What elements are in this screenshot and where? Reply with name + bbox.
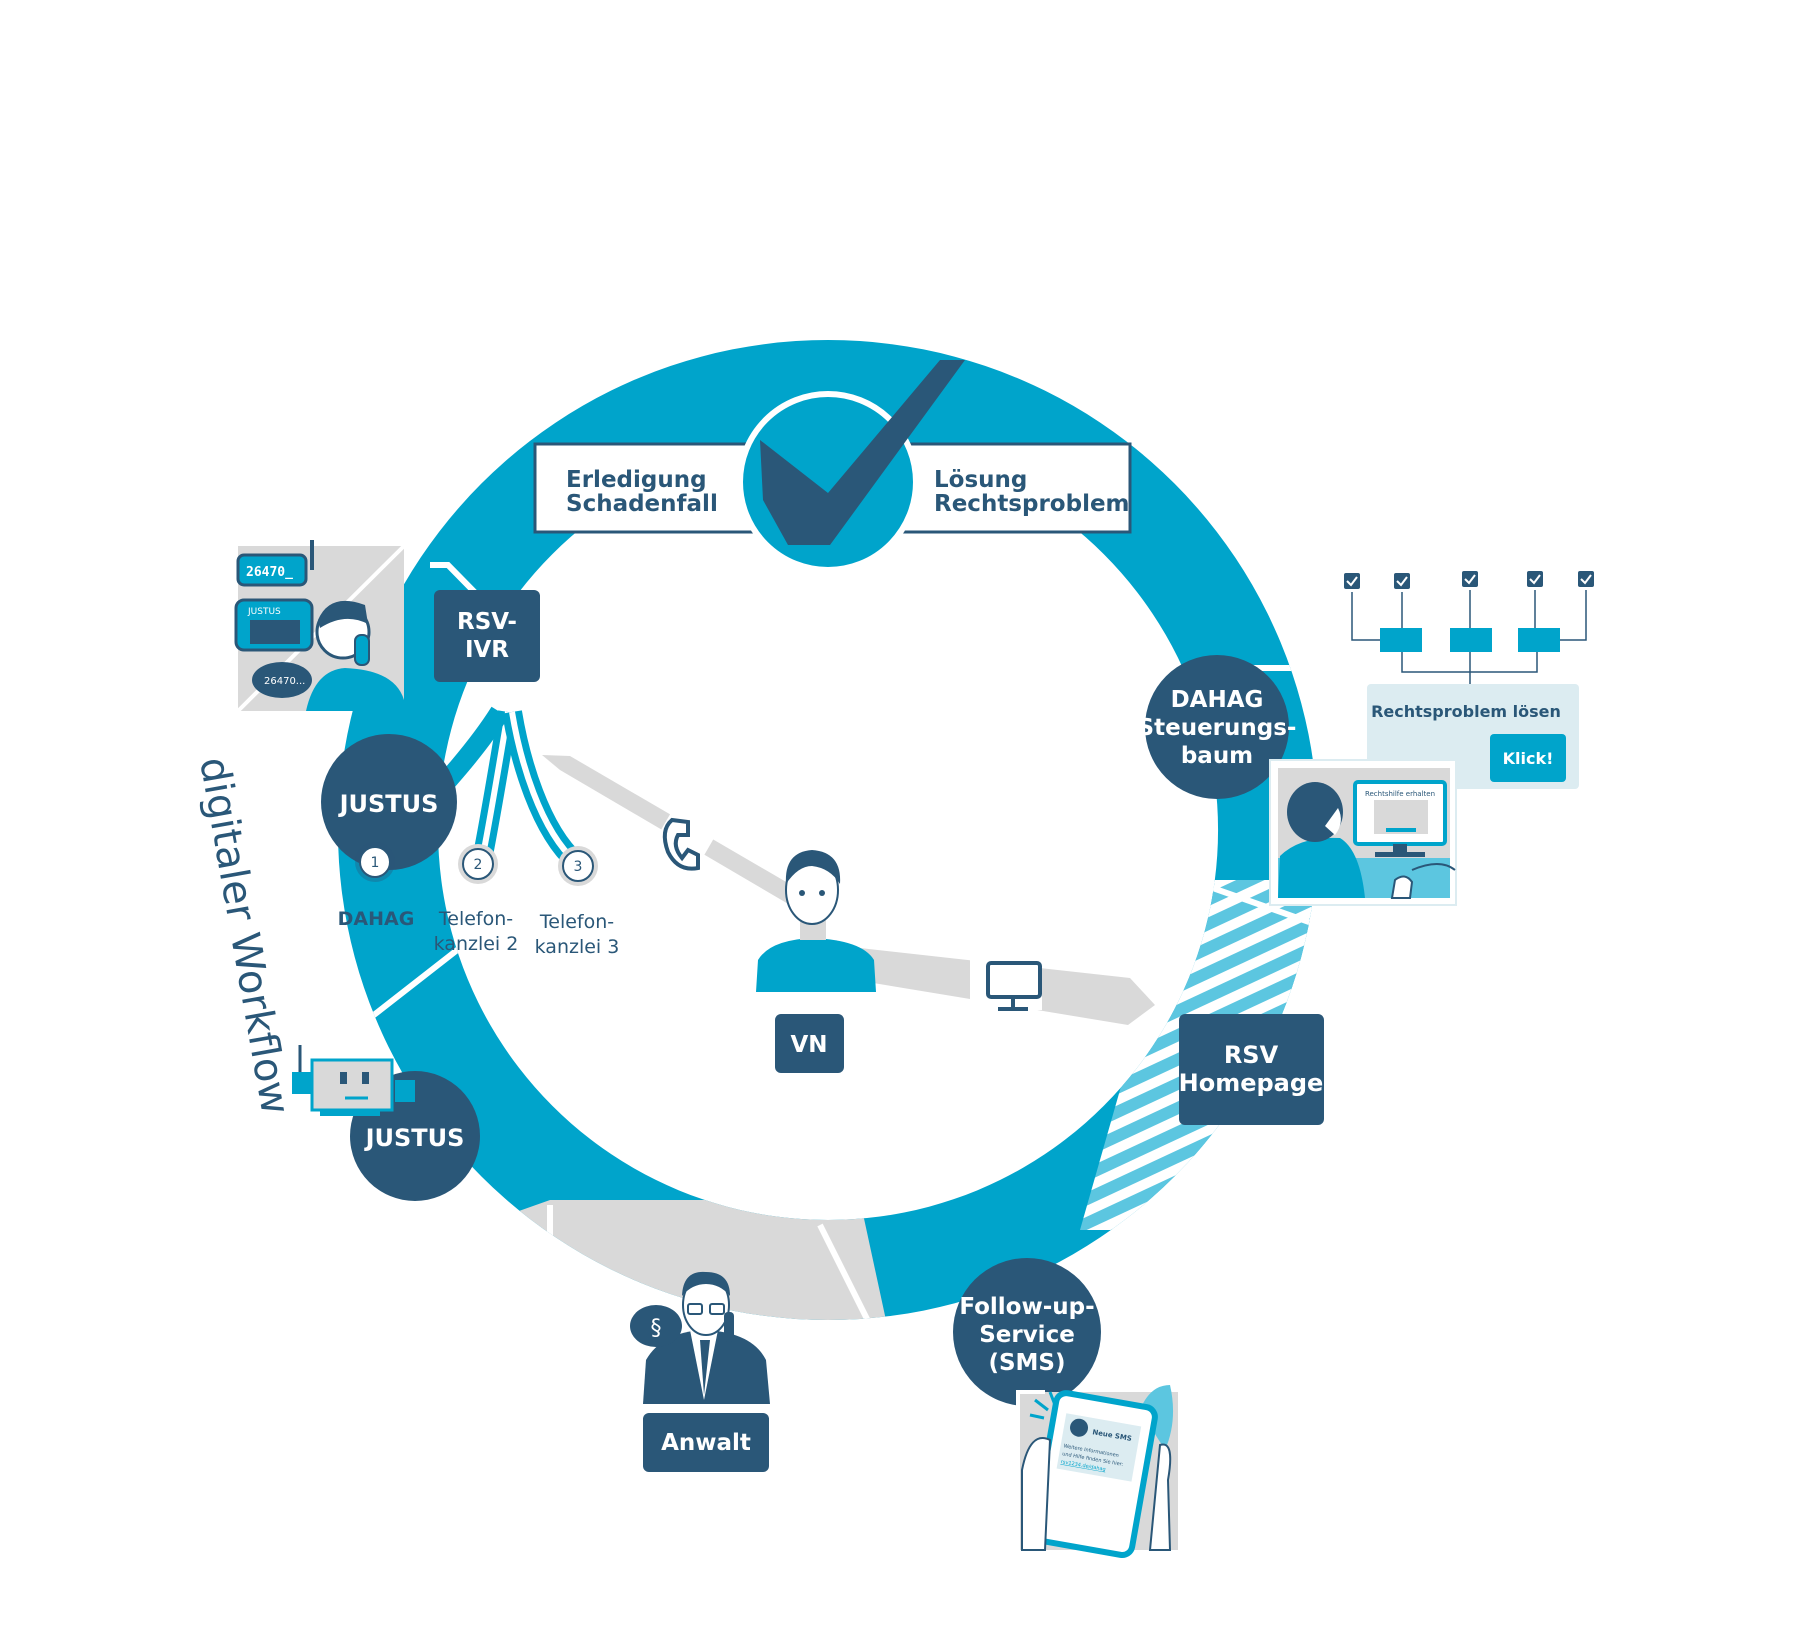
justus-bottom-node: JUSTUS [292,1045,480,1201]
svg-text:VN: VN [790,1032,827,1058]
svg-text:2: 2 [474,857,483,873]
loesung-box [896,442,1132,534]
svg-text:Telefon-: Telefon- [438,908,513,930]
erledigung-line2: Schadenfall [566,491,718,517]
rsv-homepage-node: RSV Homepage [1179,1014,1324,1125]
center-arrows [542,755,1155,1025]
anwalt-node: § Anwalt [630,1271,770,1472]
computer-user-illustration: Rechtshilfe erhalten [1269,759,1457,906]
svg-text:DAHAG: DAHAG [338,908,415,930]
svg-text:(SMS): (SMS) [988,1350,1065,1376]
svg-text:JUSTUS: JUSTUS [338,790,439,818]
svg-text:§: § [651,1316,662,1341]
klick-button[interactable] [1490,734,1566,782]
ivr-display [236,553,308,587]
loesung-line2: Rechtsproblem [934,491,1130,517]
branch-1: 1 DAHAG [338,842,415,930]
dahag-tree-node: DAHAG Steuerungs- baum [1138,655,1297,799]
erledigung-box [533,442,762,534]
branch-2: 2 Telefon- kanzlei 2 [434,844,519,955]
svg-text:baum: baum [1181,743,1253,769]
svg-text:JUSTUS: JUSTUS [247,607,281,617]
svg-text:kanzlei 2: kanzlei 2 [434,933,519,955]
svg-text:Telefon-: Telefon- [539,911,614,933]
svg-text:RSV-: RSV- [457,609,517,635]
svg-text:Rechtshilfe erhalten: Rechtshilfe erhalten [1365,790,1435,798]
ivr-illustration: 26470_ JUSTUS 26470... [234,540,406,713]
vn-person: VN [756,850,876,1073]
svg-text:Klick!: Klick! [1503,749,1554,768]
erledigung-line1: Erledigung [566,467,707,493]
decision-tree-illustration: Rechtsproblem lösen Klick! [1344,571,1594,789]
svg-text:26470...: 26470... [264,676,305,687]
svg-text:JUSTUS: JUSTUS [364,1124,465,1152]
loesung-line1: Lösung [934,467,1027,493]
robot-icon [292,1045,415,1116]
svg-text:1: 1 [371,855,380,871]
svg-text:Steuerungs-: Steuerungs- [1138,715,1297,741]
svg-text:Follow-up-: Follow-up- [959,1294,1094,1320]
ivr-speech-bubble [252,662,312,698]
person-body [306,668,404,711]
ring-separator-bottom [419,1205,553,1320]
rsv-ivr-node: RSV- IVR [434,590,540,682]
svg-text:DAHAG: DAHAG [1171,687,1264,713]
svg-text:26470_: 26470_ [246,565,293,580]
branch-3: 3 Telefon- kanzlei 3 [535,846,620,958]
ring-separator-bottom-arrow [817,1223,904,1320]
svg-text:RSV: RSV [1224,1041,1279,1069]
svg-text:kanzlei 3: kanzlei 3 [535,936,620,958]
ring-separator-right [1189,877,1318,943]
paragraph-bubble [630,1305,682,1347]
svg-text:Rechtsproblem lösen: Rechtsproblem lösen [1371,702,1561,721]
top-section: Erledigung Schadenfall Lösung Rechtsprob… [533,360,1132,573]
svg-text:3: 3 [574,859,583,875]
svg-text:Service: Service [979,1322,1075,1348]
sms-illustration: Neue SMS Weitere Informationen und Hilfe… [1016,1385,1178,1559]
checkmark-icon [760,360,965,545]
svg-text:Homepage: Homepage [1179,1069,1324,1097]
side-title: digitaler Workflow [190,754,298,1118]
svg-text:Anwalt: Anwalt [661,1430,751,1456]
svg-text:IVR: IVR [465,637,509,663]
vn-body [756,938,876,992]
checkbox-icons [1344,571,1594,589]
followup-node: Follow-up- Service (SMS) [953,1258,1101,1406]
phone-icon [662,817,700,871]
justus-top-node: JUSTUS [321,734,457,870]
